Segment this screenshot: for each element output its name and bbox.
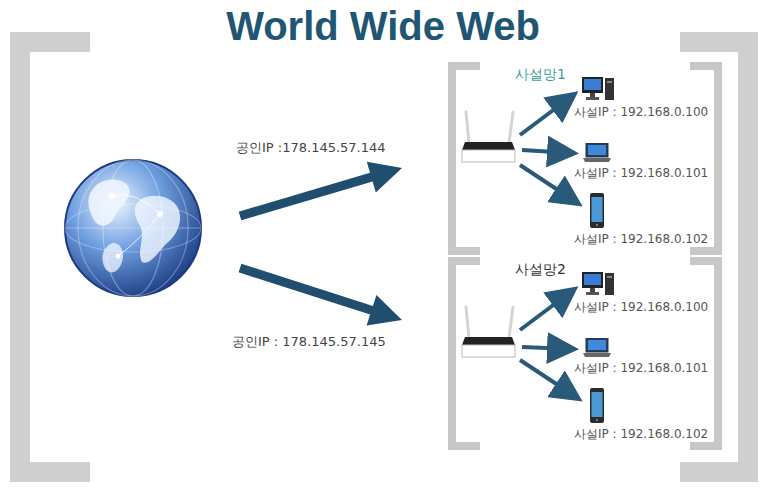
public-ip-label: 공인IP :178.145.57.144 — [236, 139, 386, 157]
private-ip-label: 사설IP : 192.168.0.100 — [574, 104, 710, 121]
phone-icon — [590, 193, 604, 228]
private-ip-label: 사설IP : 192.168.0.101 — [574, 165, 710, 182]
big-arrow — [239, 162, 402, 221]
public-ip-label: 공인IP : 178.145.57.145 — [232, 333, 386, 351]
private-network-box: 사설망2 사설IP : 192.168.0.100 사설IP : 192.168.0… — [448, 257, 722, 450]
big-arrow — [239, 264, 402, 326]
globe-icon — [65, 160, 201, 296]
network-heading: 사설망1 — [515, 66, 566, 84]
pc-icon — [582, 76, 614, 101]
private-network-box: 사설망1 사설IP : 192.168.0.100 사설IP : 192.168.0… — [448, 62, 722, 255]
router-icon — [462, 307, 515, 357]
private-ip-label: 사설IP : 192.168.0.102 — [574, 231, 710, 248]
private-ip-label: 사설IP : 192.168.0.100 — [574, 299, 710, 316]
laptop-icon — [583, 143, 611, 162]
private-ip-label: 사설IP : 192.168.0.101 — [574, 360, 710, 377]
device-node: 사설IP : 192.168.0.102 — [574, 388, 710, 444]
private-ip-label: 사설IP : 192.168.0.102 — [574, 426, 710, 443]
device-node: 사설IP : 192.168.0.102 — [574, 193, 710, 249]
network-heading: 사설망2 — [515, 261, 566, 279]
title: World Wide Web — [0, 4, 761, 49]
device-node: 사설IP : 192.168.0.101 — [574, 143, 710, 183]
device-node: 사설IP : 192.168.0.100 — [574, 76, 710, 122]
device-node: 사설IP : 192.168.0.101 — [574, 338, 710, 378]
router-icon — [462, 112, 515, 162]
laptop-icon — [583, 338, 611, 357]
pc-icon — [582, 271, 614, 296]
device-node: 사설IP : 192.168.0.100 — [574, 271, 710, 317]
phone-icon — [590, 388, 604, 423]
device-arrows — [520, 96, 576, 397]
